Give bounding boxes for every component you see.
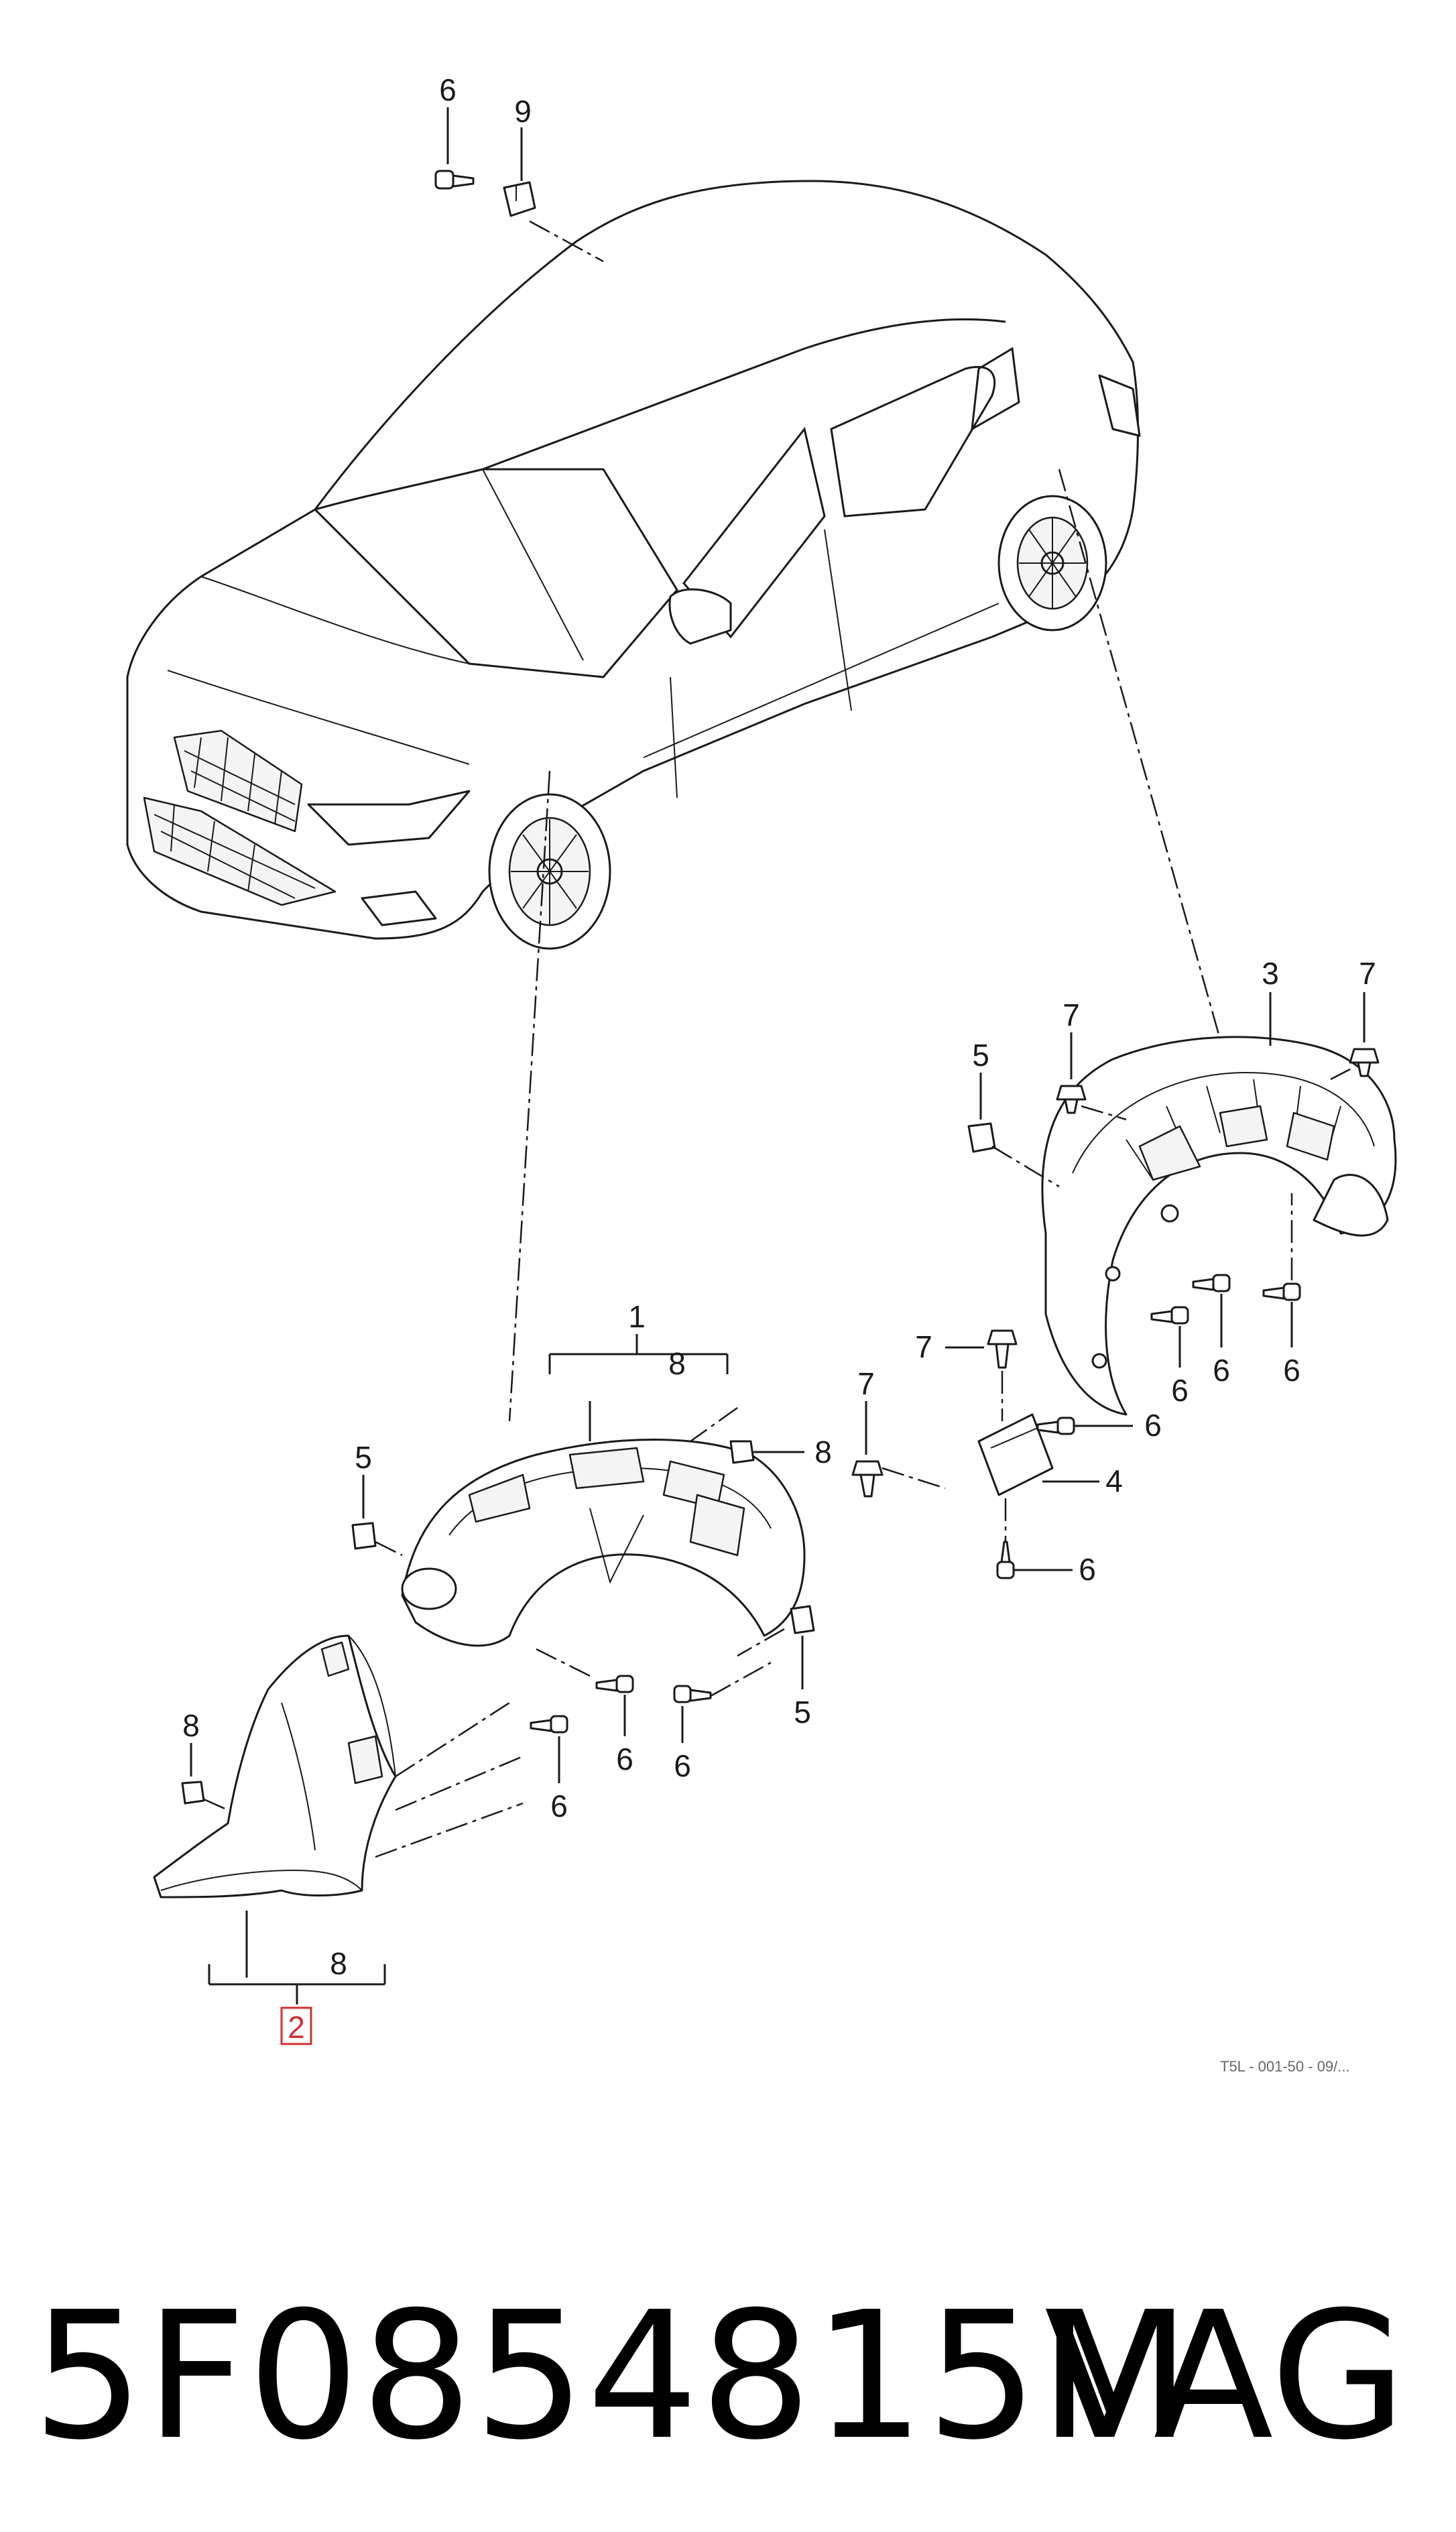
clip-9-top [503, 181, 536, 217]
top-clip-leader-line [529, 220, 604, 263]
callout-6-front-a: 6 [616, 1742, 633, 1776]
callout-6-rear-e: 6 [1079, 1552, 1096, 1587]
drawing-reference-code: T5L - 001-50 - 09/... [1220, 2058, 1350, 2075]
callout-6-rear-a: 6 [1171, 1373, 1189, 1408]
car-illustration [126, 180, 1141, 950]
top-fastener-group [434, 107, 604, 263]
callout-5-front: 5 [355, 1440, 372, 1475]
front-splash-shield-part-2 [153, 1634, 524, 2004]
callout-8-group1: 8 [668, 1346, 686, 1381]
front-wheelhouse-liner [351, 770, 815, 1783]
callout-1: 1 [628, 1299, 646, 1334]
callout-8-clip: 8 [814, 1435, 832, 1469]
callout-2-highlighted: 2 [288, 2010, 305, 2045]
callout-4: 4 [1105, 1463, 1123, 1498]
callout-8-group2: 8 [330, 1946, 347, 1981]
callout-7-right: 7 [1359, 956, 1376, 991]
exploded-parts-diagram: 6 9 3 7 7 5 7 7 6 6 6 6 4 6 1 8 8 5 5 8 … [126, 72, 1397, 2075]
callout-6-front-c: 6 [550, 1789, 568, 1823]
callout-6-top: 6 [439, 72, 457, 107]
highlight-box-2 [280, 2006, 312, 2045]
callout-8-left: 8 [182, 1708, 200, 1743]
callout-6-front-b: 6 [674, 1748, 691, 1783]
callout-labels: 6 9 3 7 7 5 7 7 6 6 6 6 4 6 1 8 8 5 5 8 … [182, 72, 1376, 2075]
callout-7-bracket: 7 [915, 1329, 932, 1364]
callout-6-rear-c: 6 [1283, 1353, 1300, 1388]
callout-5-rear: 5 [972, 1038, 989, 1073]
callout-7-left: 7 [1063, 998, 1080, 1032]
callout-9-top: 9 [514, 94, 532, 129]
brand-name: VAG [1044, 2274, 1406, 2478]
front-leader-line [508, 770, 551, 1422]
callout-6-rear-d: 6 [1144, 1408, 1162, 1443]
part-number: 5F0854815M [32, 2274, 1193, 2478]
rear-fasteners [851, 992, 1380, 1579]
callout-5-mid: 5 [794, 1695, 811, 1730]
rear-leader-line [1058, 469, 1221, 1040]
callout-6-rear-b: 6 [1213, 1353, 1230, 1388]
callout-7-lower: 7 [857, 1366, 875, 1401]
callout-3: 3 [1262, 956, 1279, 991]
rear-wheelhouse-liner [1041, 469, 1397, 1416]
screw-6-top [434, 170, 475, 190]
